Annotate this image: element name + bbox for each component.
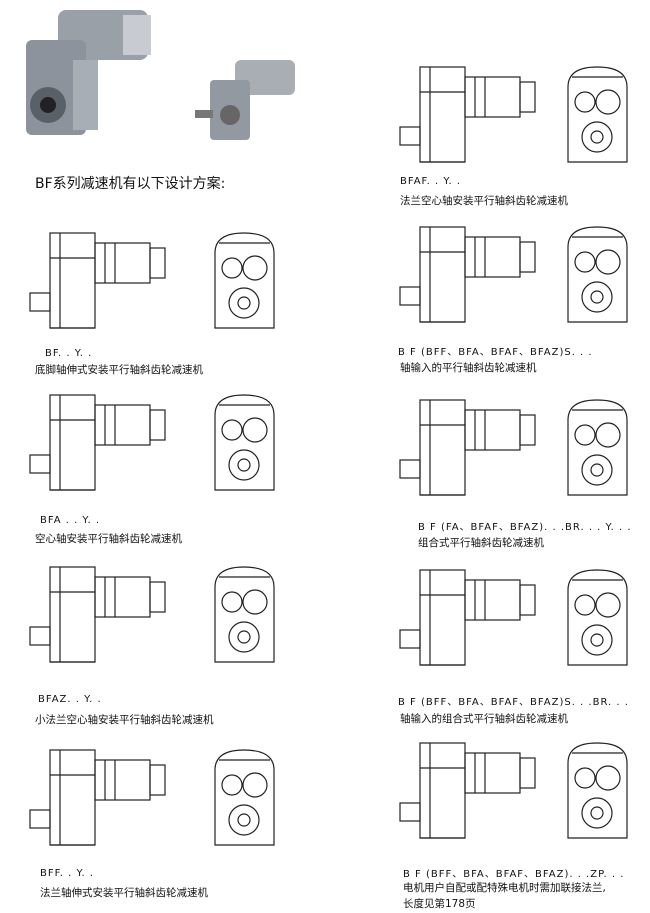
- variant-desc: 轴输入的平行轴斜齿轮减速机: [400, 362, 537, 374]
- variant-code: BFAF. . Y. .: [400, 176, 462, 187]
- front-view-drawing: [567, 66, 628, 163]
- side-view-drawing: [29, 232, 166, 329]
- variant-code: B F (FA、BFAF、BFAZ). . .BR. . . Y. . .: [418, 522, 632, 533]
- front-view-drawing: [567, 742, 628, 839]
- side-view-drawing: [29, 394, 166, 491]
- front-view-drawing: [214, 749, 275, 846]
- front-view-drawing: [214, 566, 275, 663]
- front-view-drawing: [214, 394, 275, 491]
- gearmotor-photo-large: [26, 10, 151, 135]
- section-heading: BF系列减速机有以下设计方案:: [35, 176, 226, 192]
- variant-desc: 底脚轴伸式安装平行轴斜齿轮减速机: [35, 364, 203, 376]
- side-view-drawing: [399, 569, 536, 666]
- variant-code: BFF. . Y. .: [40, 868, 95, 879]
- variant-desc: 组合式平行轴斜齿轮减速机: [418, 537, 544, 549]
- side-view-drawing: [29, 749, 166, 846]
- variant-desc-note: 长度见第178页: [403, 898, 476, 910]
- front-view-drawing: [567, 399, 628, 496]
- front-view-drawing: [567, 226, 628, 323]
- side-view-drawing: [399, 399, 536, 496]
- side-view-drawing: [399, 66, 536, 163]
- side-view-drawing: [29, 566, 166, 663]
- variant-desc: 小法兰空心轴安装平行轴斜齿轮减速机: [35, 714, 214, 726]
- variant-code: BF. . Y. .: [45, 348, 93, 359]
- variant-code: BFAZ. . Y. .: [38, 694, 102, 705]
- front-view-drawing: [214, 232, 275, 329]
- variant-desc: 轴输入的组合式平行轴斜齿轮减速机: [400, 713, 568, 725]
- variant-code: B F (BFF、BFA、BFAF、BFAZ). . .ZP. . .: [403, 869, 625, 880]
- variant-code: B F (BFF、BFA、BFAF、BFAZ)S. . .: [398, 347, 593, 358]
- variant-desc: 法兰轴伸式安装平行轴斜齿轮减速机: [40, 887, 208, 899]
- variant-code: B F (BFF、BFA、BFAF、BFAZ)S. . .BR. . .: [398, 697, 629, 708]
- variant-desc: 空心轴安装平行轴斜齿轮减速机: [35, 533, 182, 545]
- variant-desc: 法兰空心轴安装平行轴斜齿轮减速机: [400, 195, 568, 207]
- variant-desc: 电机用户自配或配特殊电机时需加联接法兰,: [403, 882, 606, 894]
- gearmotor-photo-small: [195, 60, 295, 140]
- front-view-drawing: [567, 569, 628, 666]
- side-view-drawing: [399, 742, 536, 839]
- side-view-drawing: [399, 226, 536, 323]
- variant-code: BFA . . Y. .: [40, 515, 101, 526]
